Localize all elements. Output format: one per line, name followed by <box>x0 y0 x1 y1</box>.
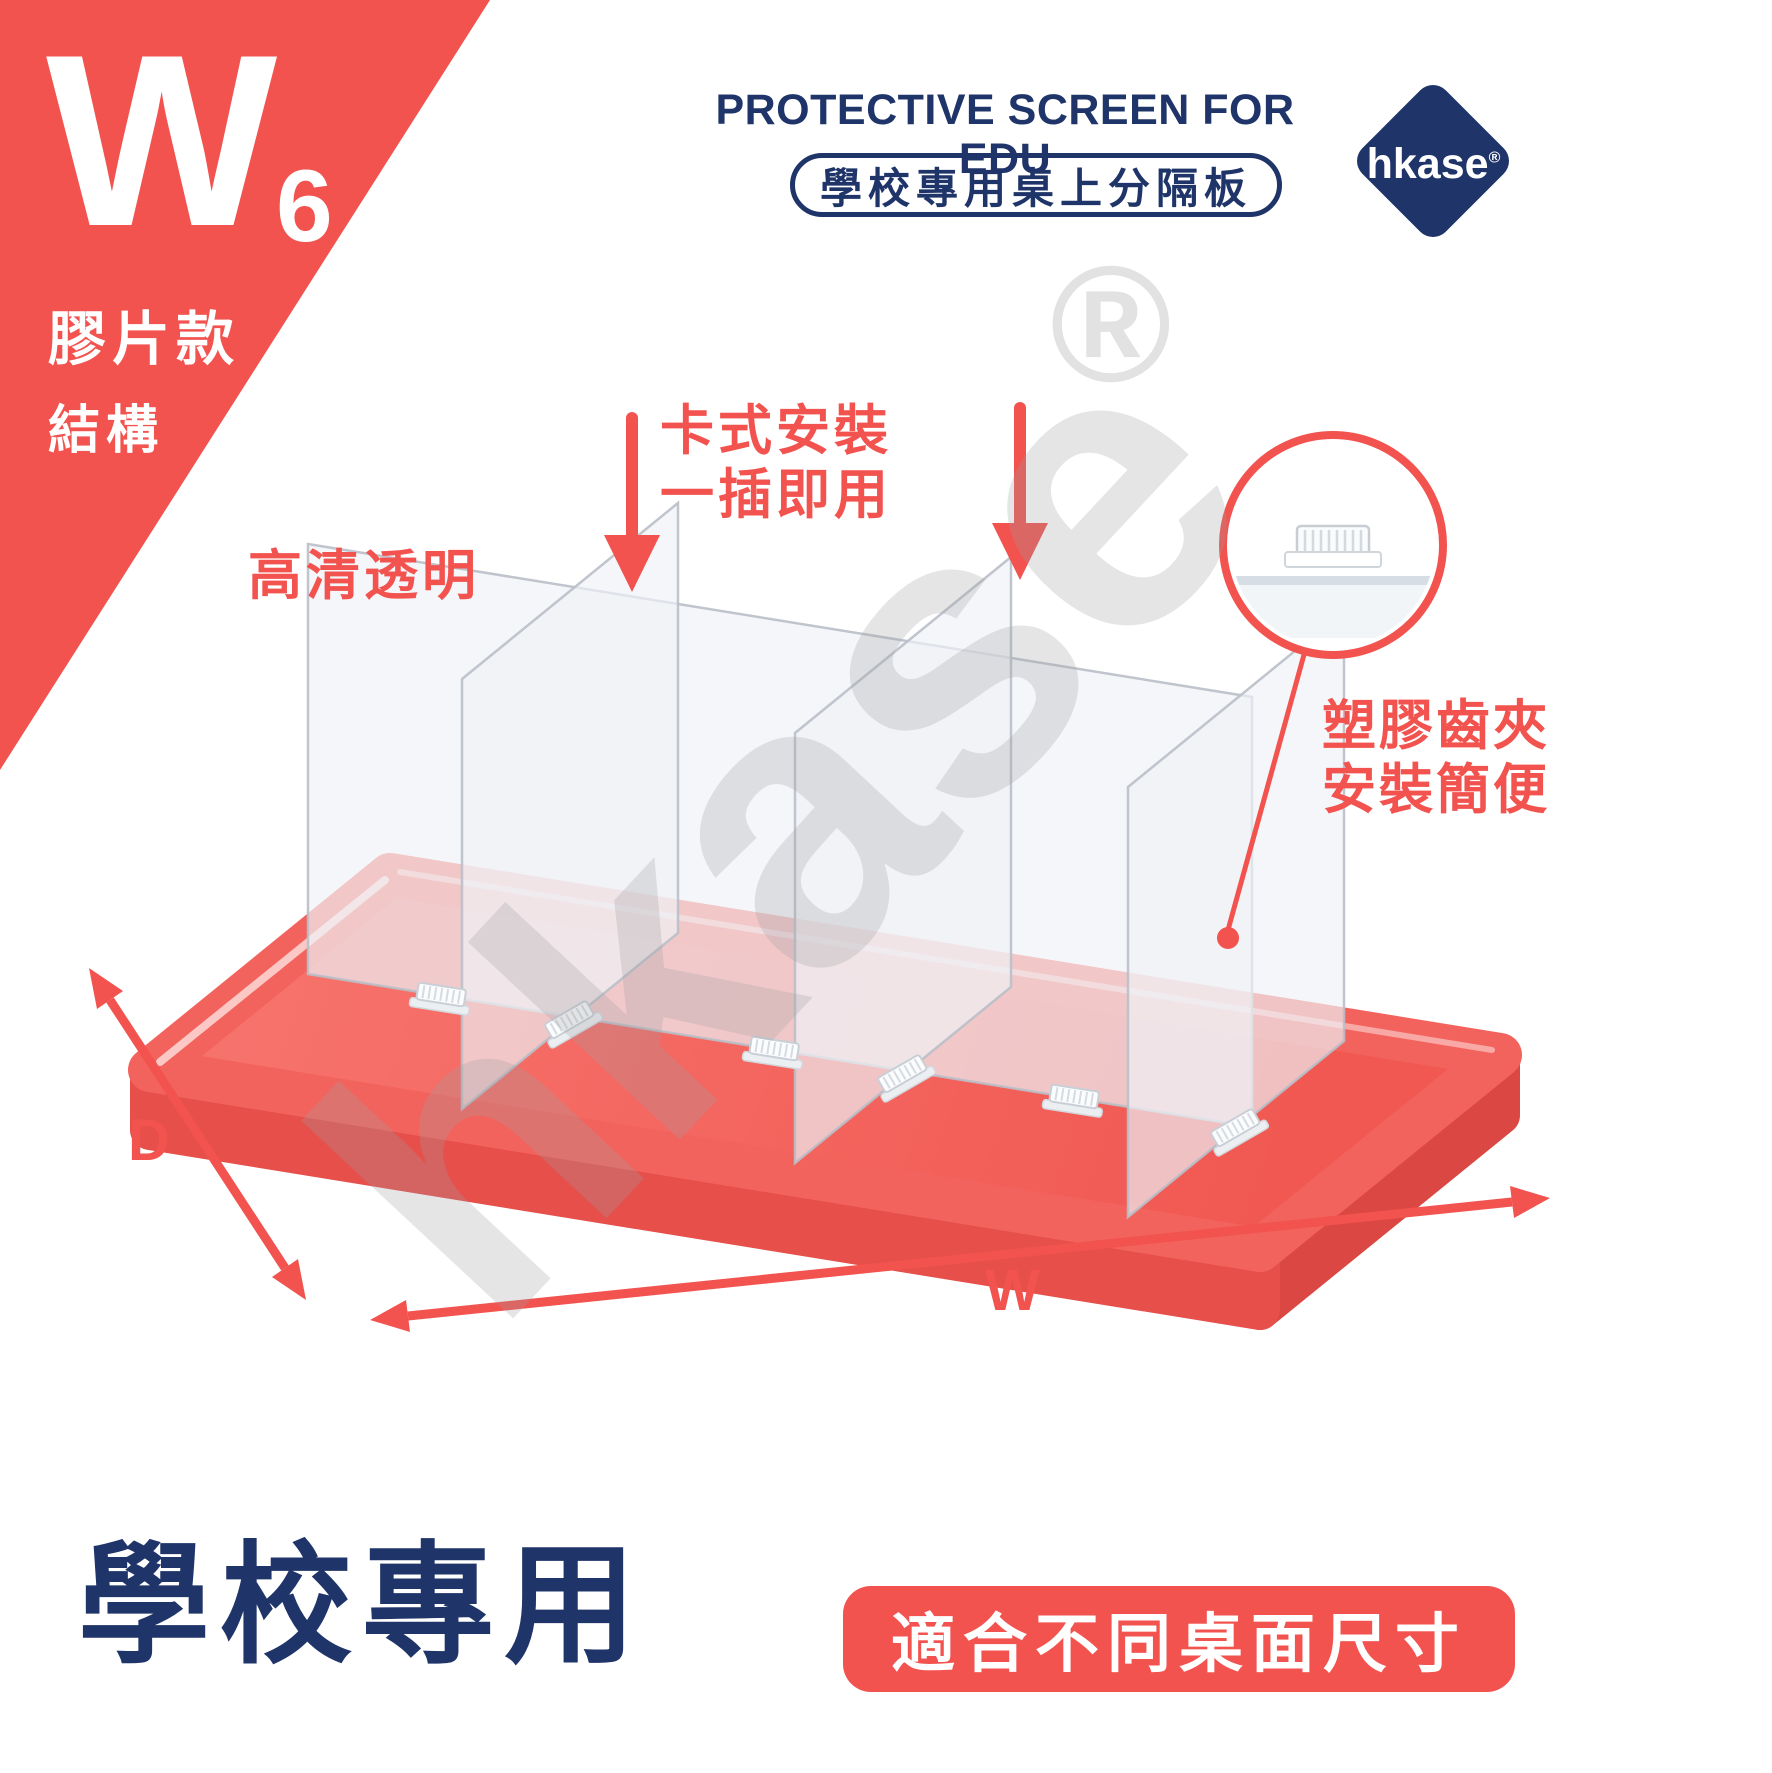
model-code-number: 6 <box>276 149 333 263</box>
clip-label-line2: 安裝簡便 <box>1322 759 1550 820</box>
clip-5 <box>877 1054 937 1103</box>
brand-logo: hkase® <box>1352 140 1515 189</box>
down-arrow-1 <box>604 412 660 592</box>
variant-label: 膠片款 <box>48 307 241 372</box>
clip-1 <box>408 981 471 1016</box>
product-badge-text: 學校專用桌上分隔板 <box>819 164 1252 212</box>
clip-2 <box>741 1035 804 1070</box>
down-arrow-2 <box>992 402 1048 580</box>
divider-cross-panel-2 <box>793 554 1013 1166</box>
depth-label: D <box>128 1108 170 1173</box>
divider-cross-panel-1 <box>460 500 680 1112</box>
brand-name: hkase <box>1366 140 1489 188</box>
width-dimension-arrow <box>370 1186 1550 1332</box>
footer-badge: 適合不同桌面尺寸 <box>843 1586 1515 1692</box>
depth-dimension-arrow <box>89 968 306 1300</box>
clip-6 <box>1210 1108 1270 1157</box>
install-label-line1: 卡式安裝 <box>660 401 892 461</box>
model-code: W <box>46 3 278 277</box>
product-title-en: PROTECTIVE SCREEN FOR EDU <box>715 86 1295 183</box>
product-badge-zh: 學校專用桌上分隔板 <box>790 153 1282 217</box>
clip-4 <box>544 1000 604 1049</box>
clarity-label: 高清透明 <box>248 546 480 606</box>
clip-3 <box>1041 1083 1104 1118</box>
structure-label: 結構 <box>48 402 165 460</box>
magnifier-pointer-line <box>1217 650 1308 949</box>
width-label: W <box>985 1258 1040 1323</box>
brand-reg-mark: ® <box>1488 149 1501 167</box>
install-label: 卡式安裝 一插即用 <box>660 400 892 527</box>
footer-headline: 學校專用 <box>78 1532 646 1679</box>
install-label-line2: 一插即用 <box>660 464 892 525</box>
divider-cross-panel-3 <box>1126 608 1346 1220</box>
footer-badge-text: 適合不同桌面尺寸 <box>891 1608 1467 1680</box>
clip-label: 塑膠齒夾 安裝簡便 <box>1305 695 1550 822</box>
magnifier-pointer-dot <box>1217 927 1239 949</box>
clip-label-line1: 塑膠齒夾 <box>1322 696 1550 756</box>
